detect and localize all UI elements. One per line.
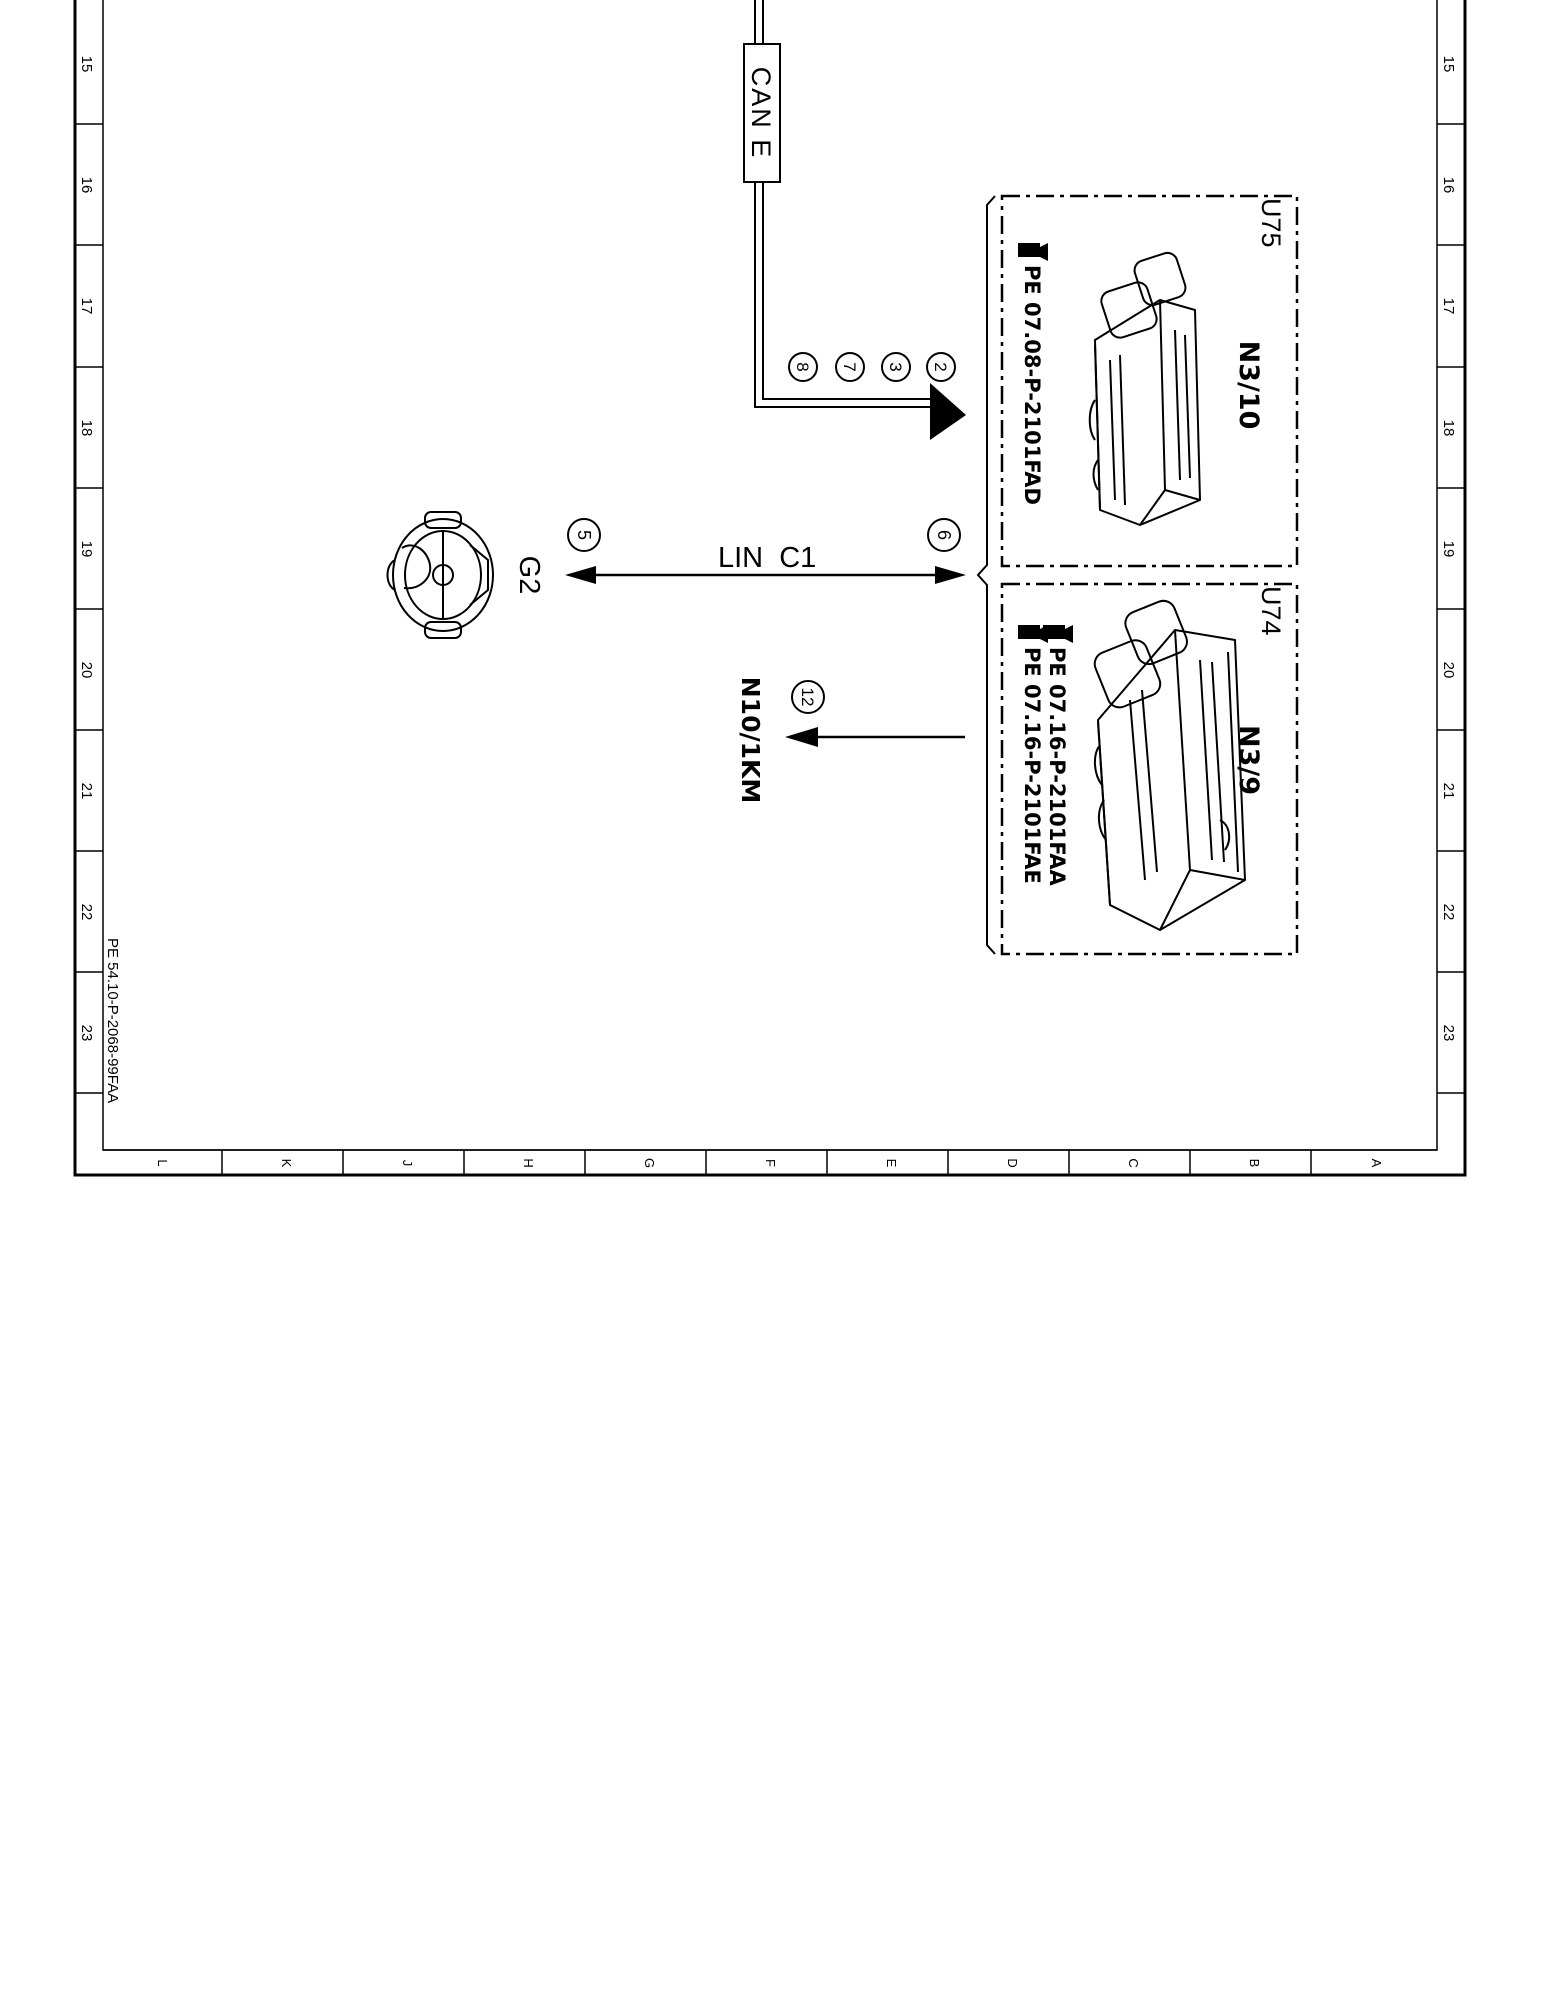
book-icon	[1018, 625, 1048, 643]
n10-arrow	[785, 727, 818, 747]
pin-circle	[791, 680, 825, 714]
row-number: 18	[1440, 420, 1457, 437]
pin-number: 5	[574, 530, 594, 540]
component-label: N3/9	[1233, 725, 1264, 795]
lin-arrow-left	[565, 566, 596, 584]
ecu-icon	[1088, 251, 1201, 526]
reference-link[interactable]: PE 07.08-P-2101FAD	[1020, 265, 1044, 505]
reference-link[interactable]: PE 07.16-P-2101FAE	[1020, 647, 1044, 884]
can-label: CAN E	[746, 67, 776, 160]
column-letter: B	[1247, 1159, 1262, 1168]
row-number: 22	[78, 904, 95, 921]
lin-arrow-right	[935, 566, 966, 584]
row-number: 16	[78, 177, 95, 194]
pin-number: 7	[840, 362, 859, 371]
pin-number: 12	[798, 688, 817, 707]
reference-link[interactable]: PE 07.16-P-2101FAA	[1045, 647, 1069, 887]
row-number: 17	[1440, 298, 1457, 315]
row-number: 16	[1440, 177, 1457, 194]
column-letter: K	[279, 1159, 294, 1168]
n10-label: N10/1KM	[736, 677, 765, 804]
row-scale	[75, 123, 1465, 1094]
pin-circle	[927, 518, 961, 552]
row-number: 21	[78, 783, 95, 800]
column-letter: C	[1126, 1158, 1141, 1167]
row-number: 23	[1440, 1025, 1457, 1042]
unit-label: U75	[1256, 198, 1286, 248]
unit-bracket	[976, 195, 996, 955]
row-number: 15	[78, 56, 95, 73]
can-pin-circles	[788, 352, 956, 382]
column-letter: L	[155, 1159, 170, 1166]
column-letter: F	[763, 1159, 778, 1167]
row-number: 23	[78, 1025, 95, 1042]
row-number: 18	[78, 420, 95, 437]
document-id: PE 54.10-P-2068-99FAA	[104, 938, 121, 1103]
pin-number: 8	[793, 362, 812, 371]
can-bus-line	[754, 0, 930, 408]
row-number: 21	[1440, 783, 1457, 800]
row-number: 20	[1440, 662, 1457, 679]
column-letter: G	[642, 1158, 657, 1168]
pin-number: 6	[934, 530, 954, 540]
can-label-box	[743, 43, 781, 183]
column-letter: H	[521, 1158, 536, 1167]
row-number: 17	[78, 298, 95, 315]
unit-box-u75	[1000, 194, 1299, 568]
column-letter: J	[400, 1160, 415, 1167]
pin-number: 3	[886, 362, 905, 371]
column-letter: E	[884, 1159, 899, 1168]
book-icon	[1018, 243, 1048, 261]
row-number: 15	[1440, 56, 1457, 73]
can-bus-arrow	[930, 383, 966, 440]
column-letter: A	[1369, 1159, 1384, 1168]
lin-label: LIN C1	[718, 542, 816, 574]
pin-circle	[567, 518, 601, 552]
component-label: N3/10	[1233, 341, 1264, 430]
alternator-icon	[386, 511, 494, 639]
column-letter: D	[1005, 1158, 1020, 1167]
ecu-icon	[1093, 599, 1246, 931]
unit-label: U74	[1256, 586, 1286, 636]
row-number: 19	[78, 541, 95, 558]
column-scale	[103, 1149, 1437, 1175]
unit-box-u74	[1000, 582, 1299, 956]
row-number: 20	[78, 662, 95, 679]
pin-number: 2	[931, 362, 950, 371]
book-icon	[1043, 625, 1073, 643]
row-number: 19	[1440, 541, 1457, 558]
row-number: 22	[1440, 904, 1457, 921]
g2-label: G2	[513, 556, 545, 595]
